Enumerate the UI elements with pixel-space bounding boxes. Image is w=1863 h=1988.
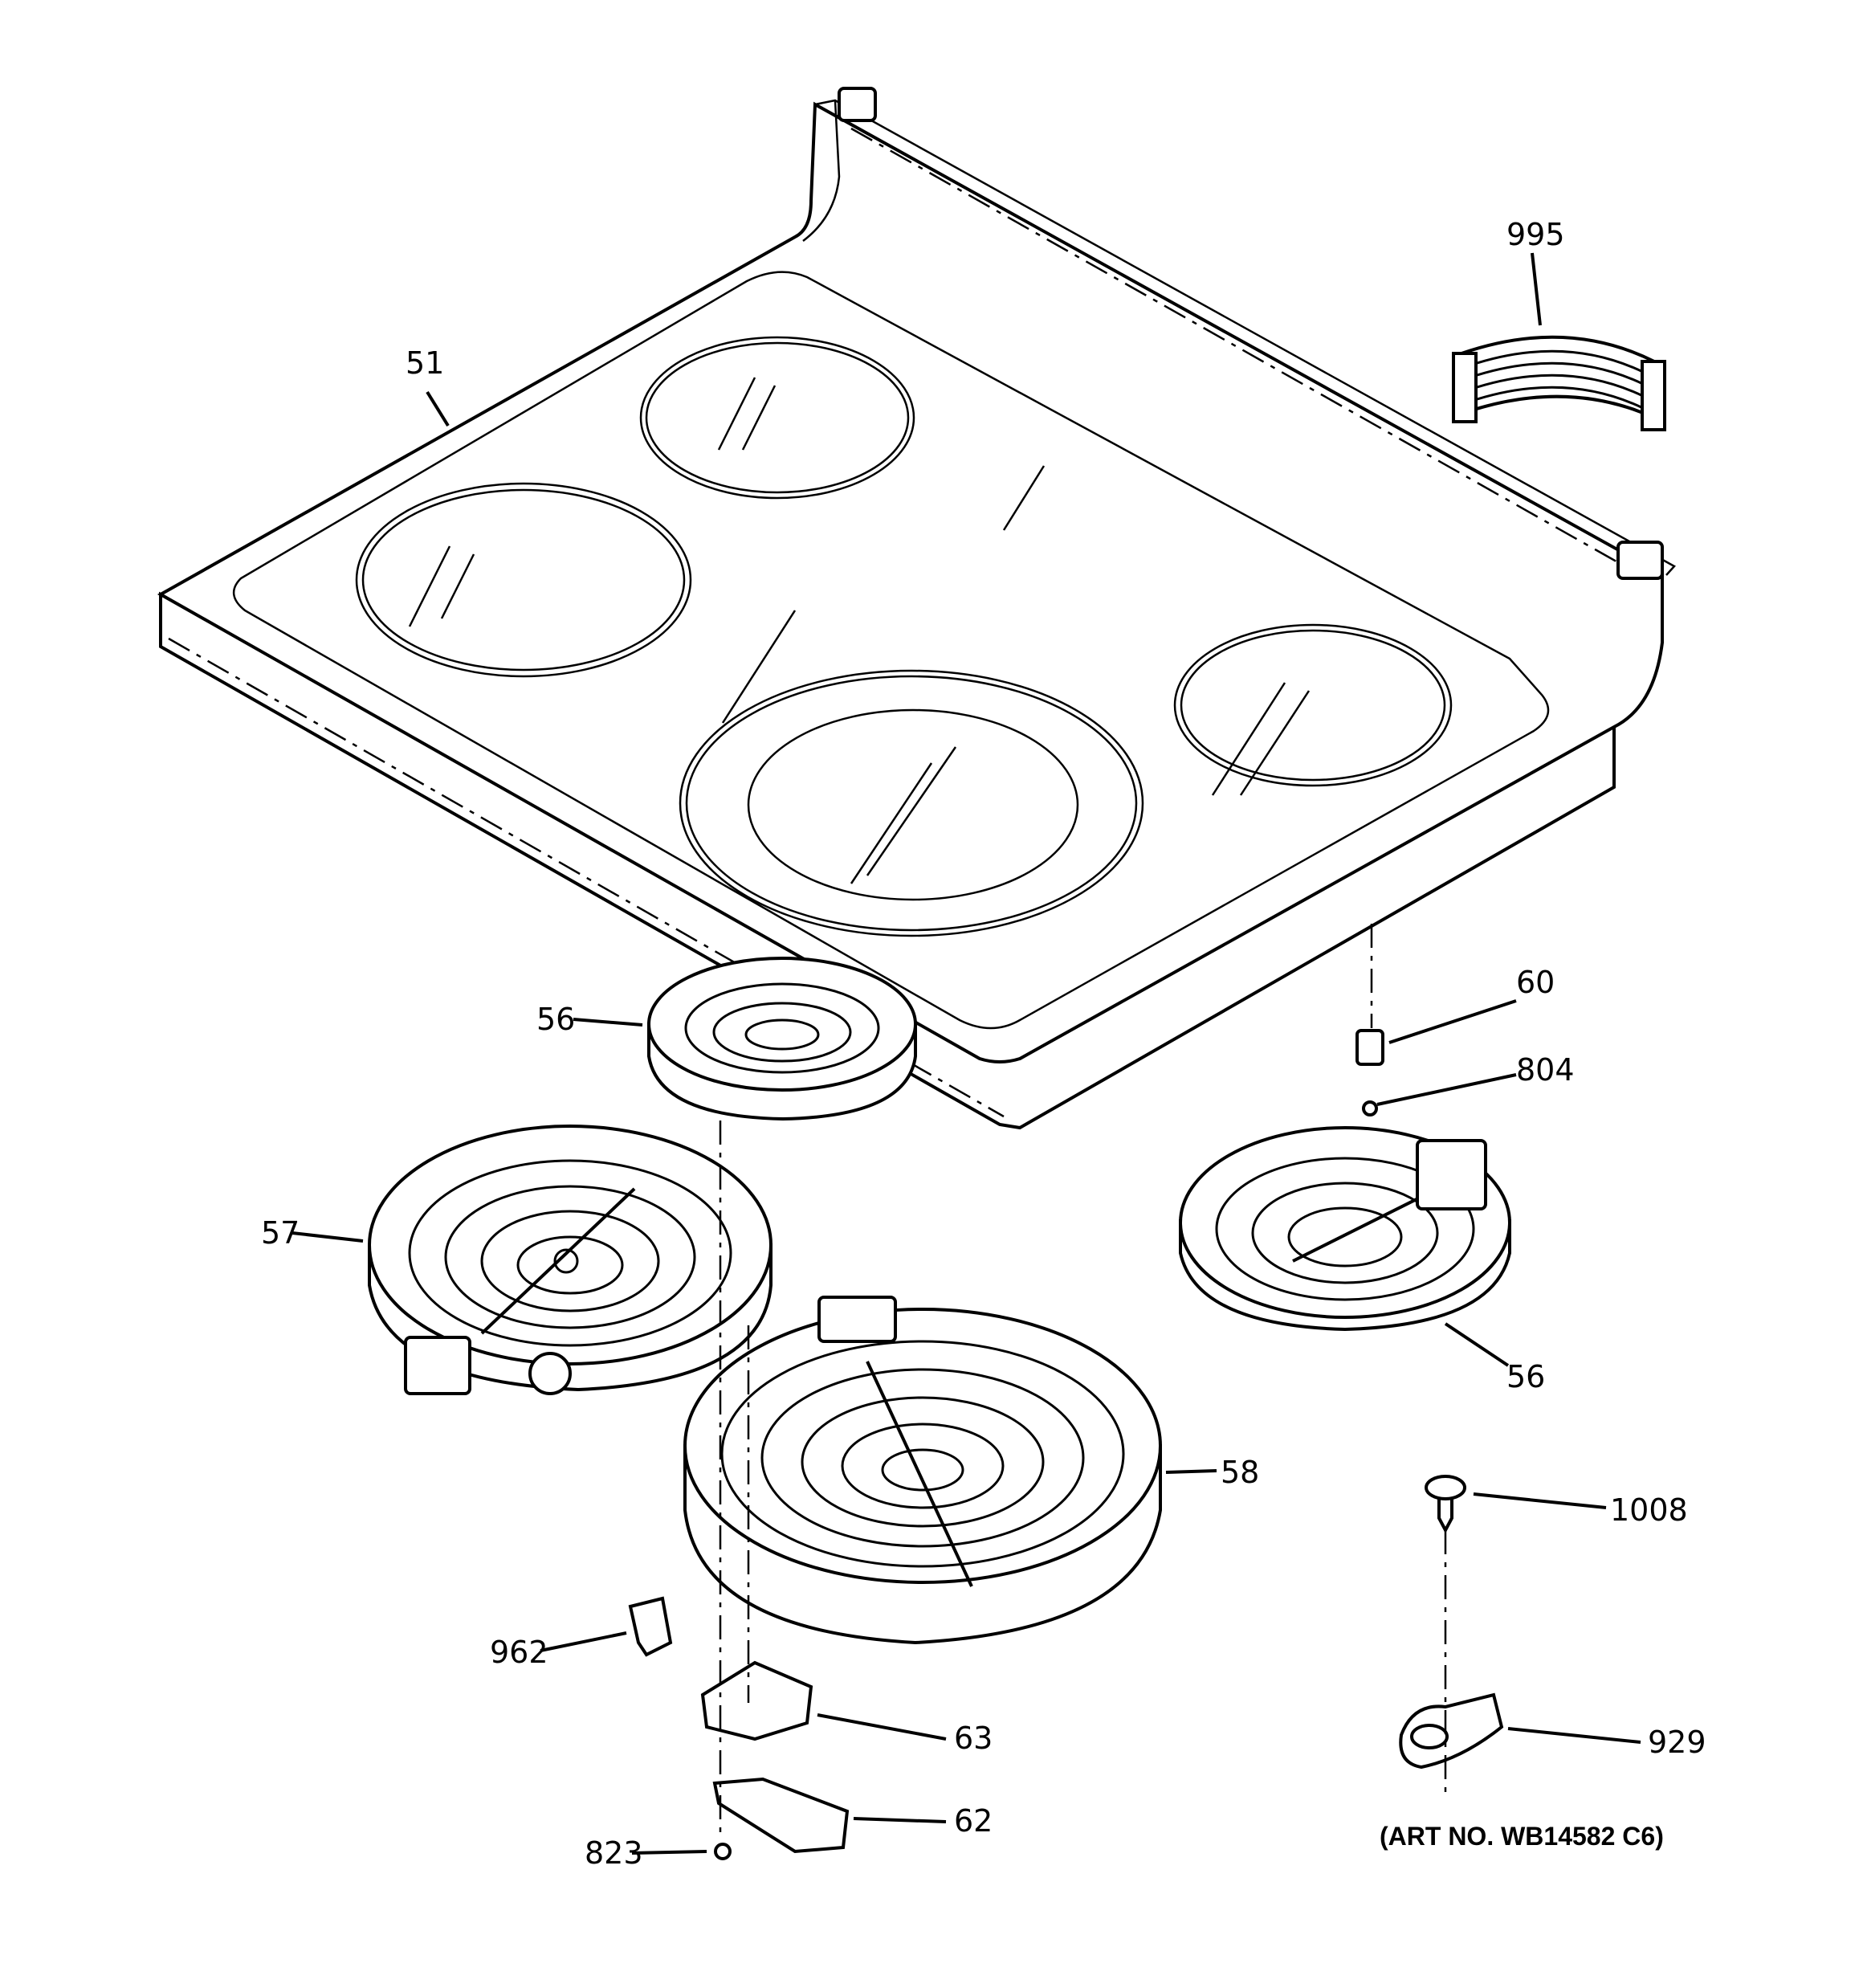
burner-ring-back-left bbox=[639, 336, 915, 500]
callout-929: 929 bbox=[1648, 1725, 1706, 1760]
callout-823: 823 bbox=[585, 1835, 643, 1871]
surface-element-radiant-center bbox=[683, 1296, 1162, 1645]
screw-823 bbox=[714, 1843, 732, 1860]
cooktop-glass-top bbox=[157, 87, 1676, 1130]
surface-element-small-right bbox=[1179, 1126, 1511, 1332]
clip-962 bbox=[628, 1596, 673, 1657]
leader-lines bbox=[291, 252, 1641, 1855]
callout-62: 62 bbox=[954, 1803, 993, 1839]
bracket-63 bbox=[700, 1660, 813, 1741]
callout-1008: 1008 bbox=[1610, 1492, 1688, 1528]
callout-804: 804 bbox=[1516, 1052, 1575, 1088]
callout-56-right: 56 bbox=[1506, 1359, 1545, 1394]
knob-929 bbox=[1399, 1692, 1504, 1770]
callout-63: 63 bbox=[954, 1721, 993, 1756]
burner-ring-front-center bbox=[679, 669, 1144, 937]
screw-1008 bbox=[1425, 1475, 1466, 1534]
bracket-62 bbox=[712, 1777, 850, 1854]
callout-58: 58 bbox=[1221, 1455, 1259, 1490]
art-number: (ART NO. WB14582 C6) bbox=[1380, 1822, 1664, 1851]
bracket-clip-60 bbox=[1355, 1029, 1384, 1066]
surface-element-large-left bbox=[368, 1125, 773, 1395]
callout-995: 995 bbox=[1506, 217, 1565, 252]
glass-glare-lines bbox=[408, 377, 1311, 884]
wire-harness bbox=[1452, 335, 1666, 431]
callout-51: 51 bbox=[406, 345, 444, 381]
callout-60: 60 bbox=[1516, 965, 1555, 1000]
burner-ring-back-right bbox=[1173, 623, 1453, 787]
alignment-lines bbox=[719, 924, 1447, 1839]
burner-ring-front-left bbox=[355, 482, 692, 678]
surface-element-small-left bbox=[647, 957, 917, 1121]
callout-57: 57 bbox=[261, 1215, 300, 1251]
screw-804 bbox=[1362, 1100, 1378, 1116]
callout-56-left: 56 bbox=[536, 1002, 575, 1037]
callout-962: 962 bbox=[490, 1635, 548, 1670]
